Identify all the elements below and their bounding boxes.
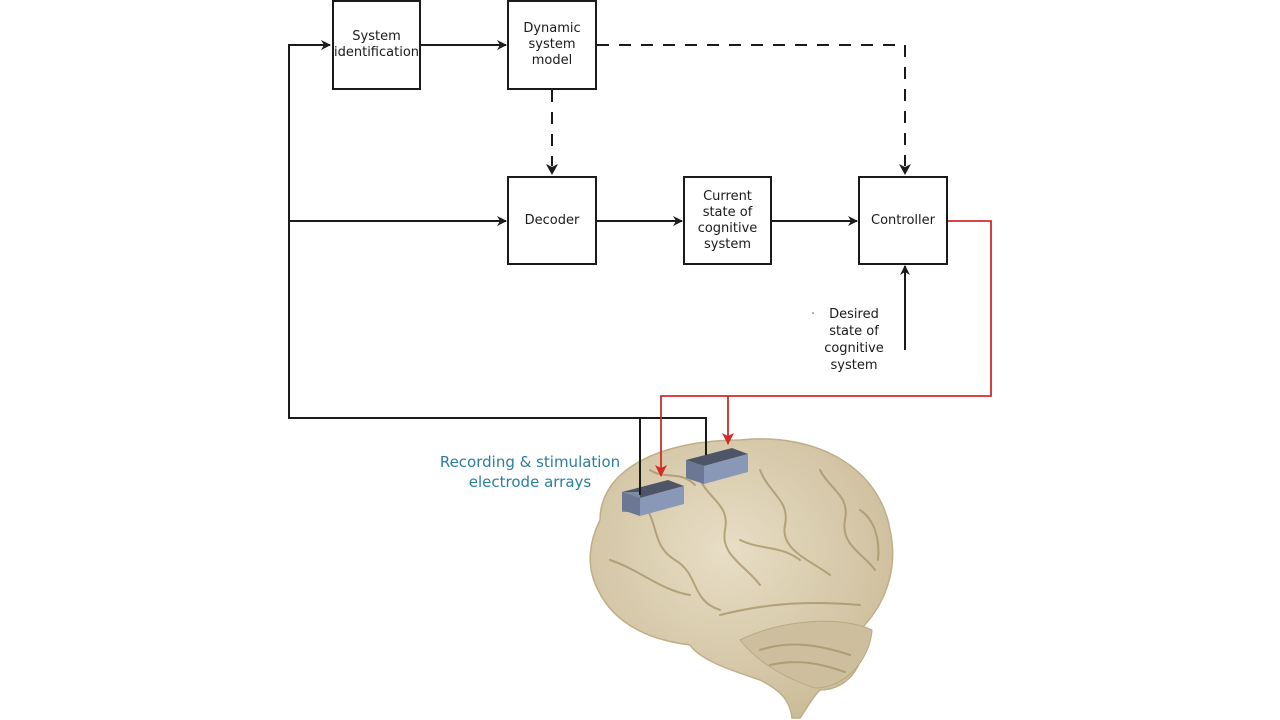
desired-state-label: Desired state of cognitive system (824, 307, 884, 373)
block-dynamic-system-model: Dynamic system model (507, 0, 597, 90)
block-system-identification: System identification (332, 0, 421, 90)
electrode-arrays-label: Recording & stimulation electrode arrays (439, 453, 621, 491)
electrode-array-back (686, 448, 748, 484)
dashed-arrow-model-to-controller (597, 44, 906, 166)
block-controller: Controller (858, 176, 948, 265)
feedback-line-to-sysid (288, 40, 641, 495)
block-label: System identification (334, 29, 420, 60)
brain-illustration (589, 438, 894, 719)
stray-dot (812, 312, 814, 314)
stimulation-line (655, 220, 992, 477)
block-current-state: Current state of cognitive system (683, 176, 772, 265)
block-label: Controller (871, 212, 935, 228)
block-label: Decoder (524, 212, 580, 228)
dashed-arrowhead-decoder (546, 164, 558, 175)
electrode-array-front (622, 480, 684, 516)
dashed-arrowhead-controller (899, 164, 911, 175)
block-decoder: Decoder (507, 176, 597, 265)
feedback-line-back-array (640, 417, 707, 455)
block-label: Current state of cognitive system (697, 188, 758, 252)
block-label: Dynamic system model (523, 21, 581, 68)
